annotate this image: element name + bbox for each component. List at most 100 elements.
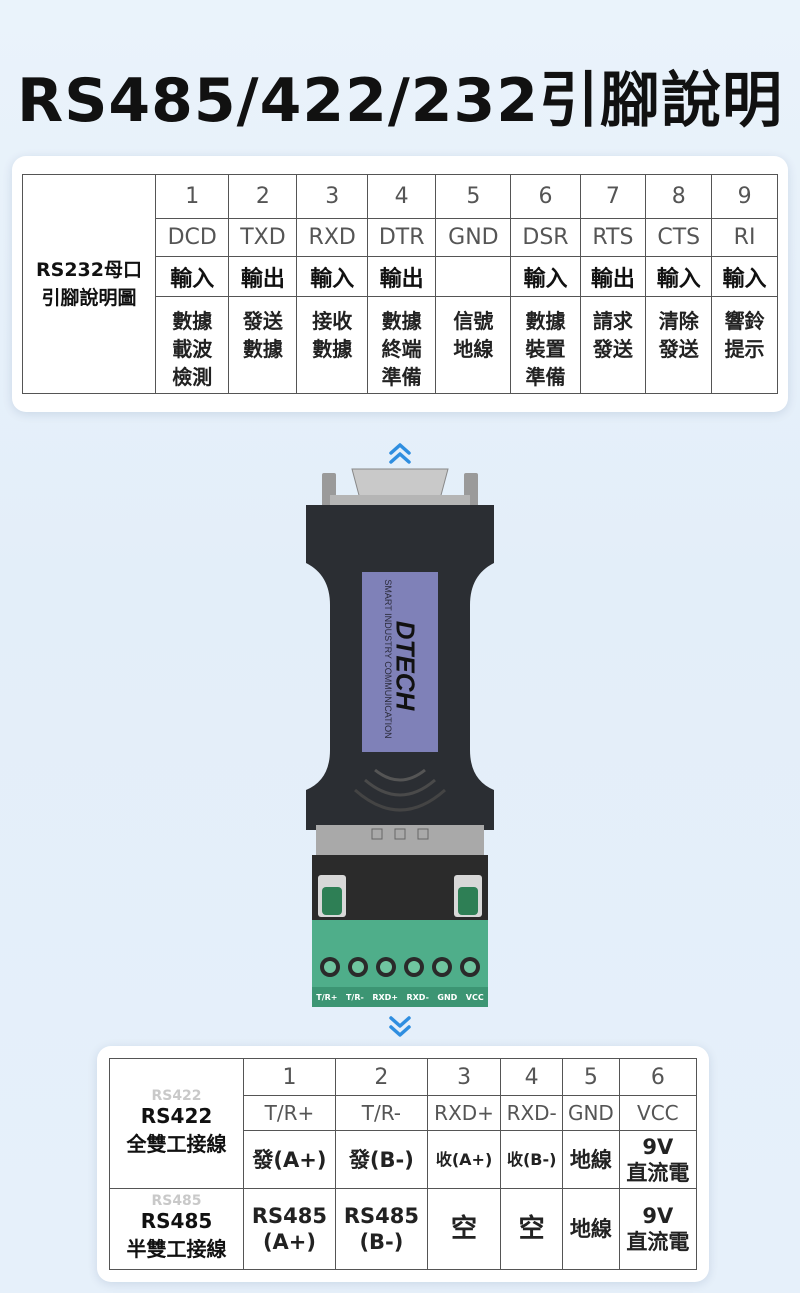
desc-line: 發送 — [592, 337, 633, 361]
rs422-pin4: 收(B-) — [500, 1130, 564, 1190]
rs422-pin5: 地線 — [562, 1130, 620, 1190]
rs232-pin-number: 9 — [711, 174, 778, 219]
rs232-header-line1: RS232母口 — [36, 259, 142, 281]
page-title: RS485/422/232引腳說明 — [17, 66, 783, 136]
converter-device-drawing — [306, 468, 494, 1007]
rs485-pin1: RS485 (A+) — [243, 1188, 336, 1270]
rs232-description: 信號 地線 — [435, 296, 512, 394]
rs232-signal-name: RI — [711, 218, 778, 257]
rs485-ghost-label: RS485 — [151, 1193, 202, 1210]
rs422-vcc: 9V 直流電 — [618, 1130, 698, 1190]
rs232-description: 發送 數據 — [228, 296, 298, 394]
desc-line: 發送 — [242, 309, 283, 333]
rs232-signal-name: TXD — [228, 218, 298, 257]
rs232-pin-number: 1 — [154, 174, 230, 219]
rs232-direction: 輸入 — [711, 256, 778, 297]
rs4xx-pin-number: 4 — [500, 1057, 564, 1097]
rs232-description: 數據 載波 檢測 — [154, 296, 230, 394]
rs4xx-signal-name: T/R- — [334, 1095, 428, 1132]
desc-line: 數據 — [381, 309, 422, 333]
desc-line: 準備 — [381, 365, 422, 389]
rs485-422-pinout-table: RS422 RS422 全雙工接線 1 2 3 4 5 6 T/R+ T/R- … — [109, 1057, 698, 1270]
rs232-direction: 輸入 — [154, 256, 230, 297]
rs232-pin-number: 8 — [645, 174, 713, 219]
rs485-mode: 半雙工接線 — [126, 1237, 227, 1262]
rs4xx-pin-number: 5 — [562, 1057, 620, 1097]
rs232-signal-name: DTR — [367, 218, 437, 257]
rs232-description: 響鈴 提示 — [711, 296, 778, 394]
rs232-description: 數據 終端 準備 — [367, 296, 437, 394]
converter-device-image: SMART INDUSTRY COMMUNICATION DTECH T/R+ … — [300, 465, 500, 1010]
rs232-signal-name: CTS — [645, 218, 713, 257]
rs485-pin3: 空 — [426, 1188, 502, 1270]
rs422-mode: 全雙工接線 — [126, 1131, 227, 1156]
rs4xx-signal-name: VCC — [618, 1095, 698, 1132]
rs232-pin-number: 4 — [367, 174, 437, 219]
rs232-signal-name: RXD — [296, 218, 369, 257]
desc-line: 裝置 — [525, 337, 566, 361]
rs485-pin5: 地線 — [562, 1188, 620, 1270]
vcc-voltage: 9V — [642, 1134, 674, 1159]
desc-line: 發送 — [658, 337, 699, 361]
rs485-name: RS485 — [140, 1209, 213, 1234]
terminal-label: RXD- — [406, 992, 429, 1002]
rs232-direction — [435, 256, 512, 297]
terminal-label: VCC — [465, 992, 484, 1002]
chevron-down-icon — [389, 1016, 411, 1037]
terminal-label: RXD+ — [372, 992, 398, 1002]
rs4xx-signal-name: T/R+ — [243, 1095, 336, 1132]
vcc-voltage: 9V — [642, 1204, 674, 1229]
rs485-pin2: RS485 (B-) — [334, 1188, 428, 1270]
rs4xx-pin-number: 1 — [243, 1057, 336, 1097]
rs232-header-line2: 引腳說明圖 — [41, 287, 137, 309]
cell-line: (A+) — [262, 1230, 316, 1255]
rs232-direction: 輸出 — [228, 256, 298, 297]
rs4xx-pin-number: 3 — [426, 1057, 502, 1097]
rs232-direction: 輸出 — [579, 256, 647, 297]
cell-line: (B-) — [359, 1230, 404, 1255]
vcc-type: 直流電 — [626, 1230, 690, 1255]
rs232-description: 數據 裝置 準備 — [510, 296, 581, 394]
rs422-name: RS422 — [140, 1103, 213, 1128]
rs232-description: 請求 發送 — [579, 296, 647, 394]
terminal-label: T/R- — [345, 992, 364, 1002]
desc-line: 清除 — [658, 309, 699, 333]
rs485-pin4: 空 — [500, 1188, 564, 1270]
chevron-up-icon — [389, 443, 411, 464]
rs422-pin3: 收(A+) — [426, 1130, 502, 1190]
rs232-header-cell: RS232母口 引腳說明圖 — [22, 174, 156, 394]
vcc-type: 直流電 — [626, 1160, 690, 1185]
desc-line: 檢測 — [172, 365, 213, 389]
rs232-pin-number: 3 — [296, 174, 369, 219]
rs485-header-cell: RS485 RS485 半雙工接線 — [109, 1188, 244, 1270]
rs232-signal-name: GND — [435, 218, 512, 257]
rs232-pin-number: 2 — [228, 174, 298, 219]
rs232-signal-name: RTS — [579, 218, 647, 257]
rs232-pin-number: 6 — [510, 174, 581, 219]
device-label-panel: SMART INDUSTRY COMMUNICATION DTECH — [362, 572, 438, 752]
rs232-direction: 輸出 — [367, 256, 437, 297]
rs232-signal-name: DSR — [510, 218, 581, 257]
device-brand-logo: DTECH — [390, 620, 421, 711]
rs232-direction: 輸入 — [645, 256, 713, 297]
rs232-pin-number: 7 — [579, 174, 647, 219]
rs232-signal-name: DCD — [154, 218, 230, 257]
rs422-header-cell: RS422 RS422 全雙工接線 — [109, 1057, 244, 1190]
rs4xx-pin-number: 2 — [334, 1057, 428, 1097]
rs232-direction: 輸入 — [296, 256, 369, 297]
rs4xx-signal-name: GND — [562, 1095, 620, 1132]
desc-line: 響鈴 — [724, 309, 765, 333]
rs485-vcc: 9V 直流電 — [618, 1188, 698, 1270]
terminal-label-strip: T/R+ T/R- RXD+ RXD- GND VCC — [312, 989, 488, 1005]
desc-line: 數據 — [525, 309, 566, 333]
desc-line: 地線 — [453, 337, 494, 361]
desc-line: 載波 — [172, 337, 213, 361]
desc-line: 提示 — [724, 337, 765, 361]
terminal-label: GND — [437, 992, 458, 1002]
desc-line: 終端 — [381, 337, 422, 361]
desc-line: 數據 — [312, 337, 353, 361]
desc-line: 準備 — [525, 365, 566, 389]
desc-line: 數據 — [172, 309, 213, 333]
rs485-422-pinout-card: RS422 RS422 全雙工接線 1 2 3 4 5 6 T/R+ T/R- … — [97, 1046, 709, 1282]
desc-line: 接收 — [312, 309, 353, 333]
